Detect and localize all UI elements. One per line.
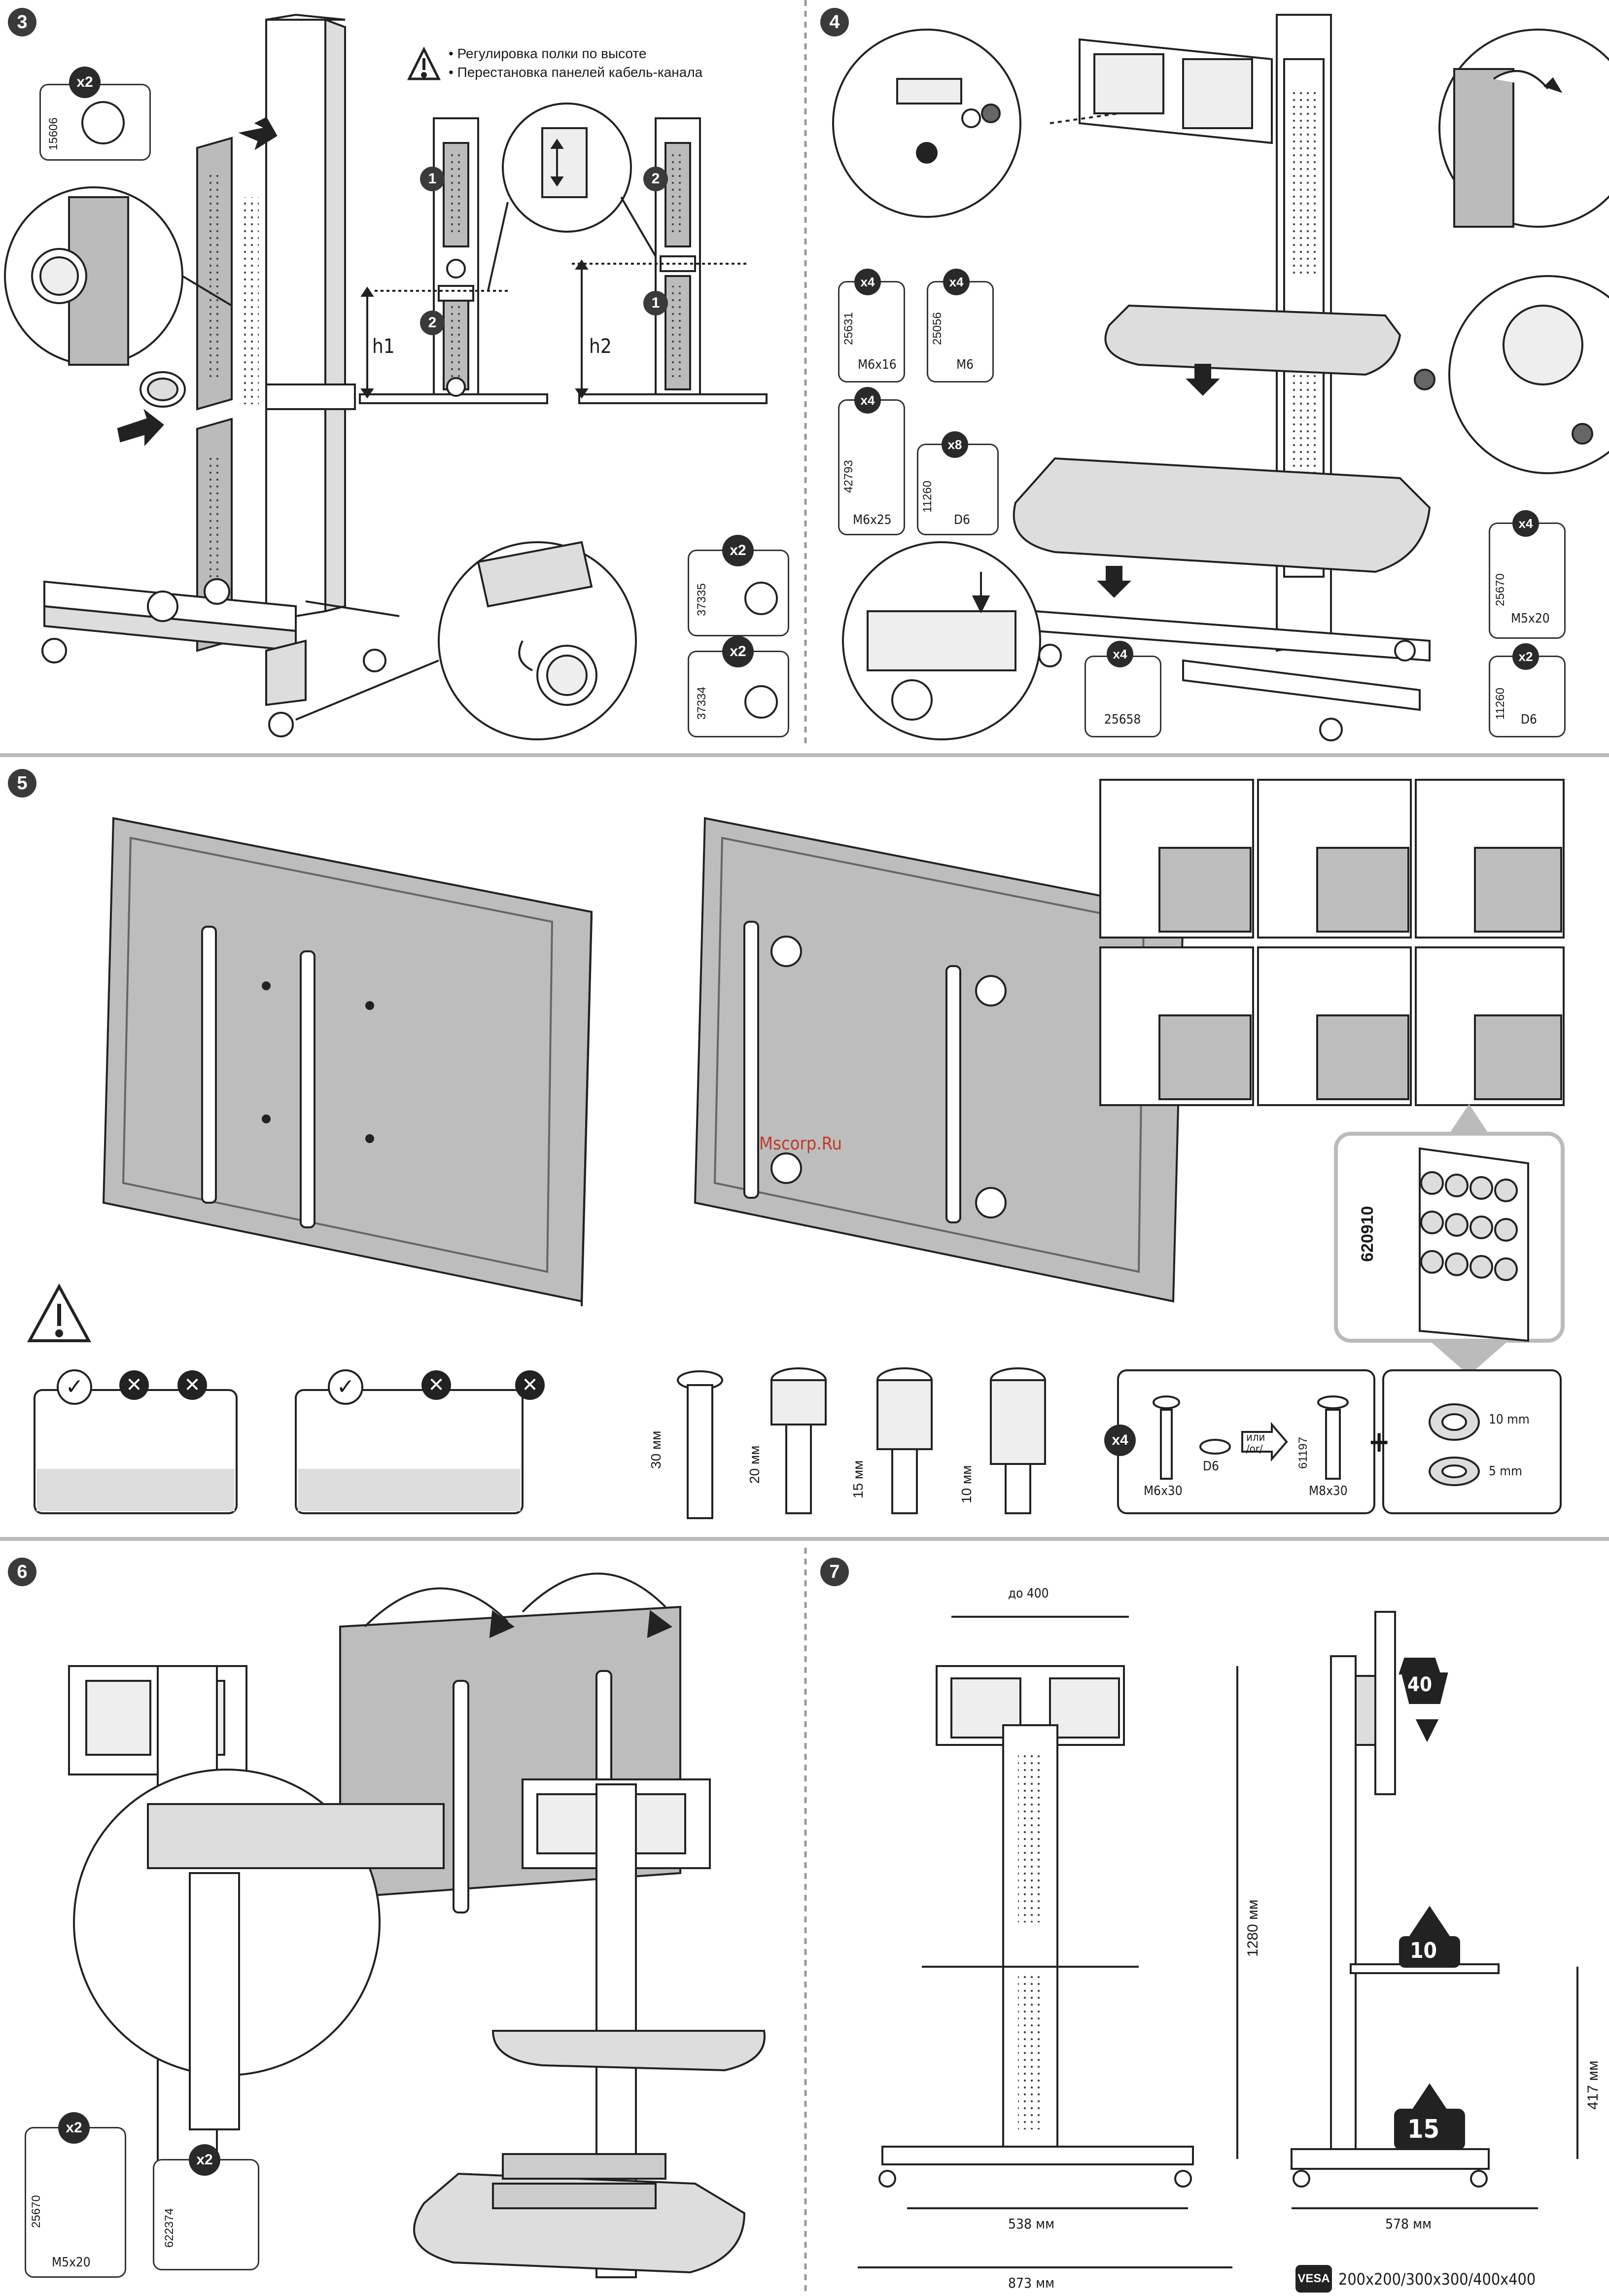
warning-item: • Регулировка полки по высоте <box>449 46 647 61</box>
caster-icon <box>744 685 778 719</box>
spacer-5mm: 5 mm <box>1489 1464 1522 1479</box>
depth-dim: 578 мм <box>1385 2216 1432 2232</box>
nut-m6-code: 25056 <box>931 312 944 345</box>
length-10mm: 10 мм <box>959 1465 974 1503</box>
bolt-m6x25-qty: x4 <box>854 387 881 414</box>
step6-screw-qty: x2 <box>58 2112 90 2144</box>
caster-b-qty: x2 <box>722 636 754 667</box>
foot-qty: x4 <box>1107 641 1133 667</box>
cross-icon: ✕ <box>119 1370 149 1400</box>
nut-m6-qty: x4 <box>943 269 970 295</box>
kit-or-label: или /or/ <box>1246 1431 1265 1456</box>
step6-illustration <box>68 1572 766 2278</box>
kit-bolt-m8x30: M8x30 <box>1309 1484 1348 1498</box>
position-1-marker: 1 <box>420 167 445 191</box>
step-3-number: 3 <box>8 8 36 36</box>
cross-icon: ✕ <box>515 1370 545 1400</box>
load-base-label: 15 <box>1407 2115 1440 2144</box>
step6-plate-box <box>153 2159 259 2270</box>
washer-d6-b-size: D6 <box>1521 712 1537 727</box>
plus-icon: + <box>1368 1425 1391 1459</box>
position-2-marker: 2 <box>420 311 445 335</box>
bolt-m6x16-code: 25631 <box>842 312 855 345</box>
warning-item: • Перестановка панелей кабель-канала <box>449 65 703 80</box>
cross-icon: ✕ <box>177 1370 207 1400</box>
spacer-10mm: 10 mm <box>1489 1412 1530 1427</box>
step-6-number: 6 <box>8 1558 36 1586</box>
watermark: Mscorp.Ru <box>759 1134 842 1154</box>
step3-warning-list: • Регулировка полки по высоте • Перестан… <box>449 44 702 82</box>
length-30mm: 30 мм <box>648 1430 664 1469</box>
check-icon: ✓ <box>328 1369 363 1405</box>
position-2-marker-b: 2 <box>643 167 668 191</box>
caster-a-qty: x2 <box>722 535 754 566</box>
step-5-number: 5 <box>8 769 36 798</box>
washer-d6-code: 11260 <box>921 481 934 513</box>
check-icon: ✓ <box>57 1369 92 1405</box>
screw-m5x20-box <box>1489 522 1566 639</box>
kit-washer-d6: D6 <box>1203 1459 1219 1474</box>
h2-label: h2 <box>589 335 612 358</box>
step-4-number: 4 <box>820 8 849 36</box>
shelf-height-dim: 417 мм <box>1585 2060 1601 2110</box>
bolt-m6x16-size: M6x16 <box>858 357 897 372</box>
length-20mm: 20 мм <box>747 1445 762 1484</box>
inner-width-dim: 538 мм <box>1008 2216 1055 2232</box>
h1-label: h1 <box>372 335 395 358</box>
screw-m5x20-code: 25670 <box>1494 573 1507 606</box>
foot-code: 25658 <box>1104 712 1141 727</box>
plug-icon <box>81 101 125 144</box>
step6-plate-qty: x2 <box>189 2144 220 2176</box>
step7-illustration <box>858 1611 1578 2268</box>
part-plug-qty: x2 <box>69 67 101 98</box>
screw-m5x20-size: M5x20 <box>1511 611 1550 626</box>
vesa-width-dim: до 400 <box>1008 1586 1049 1601</box>
step6-plate-code: 622374 <box>163 2208 176 2248</box>
step4-illustration <box>832 14 1609 741</box>
part-plug-code: 15606 <box>47 117 60 150</box>
step6-screw-code: 25670 <box>30 2195 43 2228</box>
position-1-marker-b: 1 <box>643 291 668 315</box>
washer-d6-b-code: 11260 <box>1494 688 1507 720</box>
step6-screw-size: M5x20 <box>52 2255 91 2270</box>
vesa-sizes: 200x200/300x300/400x400 <box>1338 2270 1536 2289</box>
kit-qty: x4 <box>1104 1425 1136 1456</box>
spacer-kit-code: 620910 <box>1358 1206 1377 1262</box>
step5-illustration <box>27 779 1565 1519</box>
kit-code: 61197 <box>1296 1437 1310 1469</box>
length-15mm: 15 мм <box>850 1460 866 1498</box>
base-width-dim: 873 мм <box>1008 2275 1055 2291</box>
bolt-m6x25-box <box>838 399 905 535</box>
vesa-badge: VESA <box>1295 2265 1332 2293</box>
screw-m5x20-qty: x4 <box>1512 510 1539 537</box>
load-shelf-label: 10 <box>1410 1938 1437 1963</box>
cross-icon: ✕ <box>421 1370 451 1400</box>
bolt-m6x25-size: M6x25 <box>853 513 892 527</box>
washer-d6-qty: x8 <box>942 431 968 458</box>
caster-icon <box>744 582 778 615</box>
washer-d6-size: D6 <box>954 513 970 527</box>
step3-illustration <box>4 13 768 740</box>
step-7-number: 7 <box>820 1558 849 1586</box>
nut-m6-box <box>927 281 994 383</box>
bolt-m6x16-qty: x4 <box>854 269 881 295</box>
step6-screw-box <box>25 2127 126 2278</box>
foot-box <box>1084 656 1161 737</box>
bolt-m6x25-code: 42793 <box>842 460 855 493</box>
kit-bolt-m6x30: M6x30 <box>1144 1484 1183 1498</box>
washer-d6-b-qty: x2 <box>1512 643 1539 670</box>
caster-a-code: 37335 <box>695 583 708 616</box>
nut-m6-size: M6 <box>956 357 974 372</box>
height-dim: 1280 мм <box>1245 1899 1261 1957</box>
load-tv-label: 40 <box>1407 1673 1433 1696</box>
bolt-m6x16-box <box>838 281 905 383</box>
caster-b-code: 37334 <box>695 687 708 720</box>
